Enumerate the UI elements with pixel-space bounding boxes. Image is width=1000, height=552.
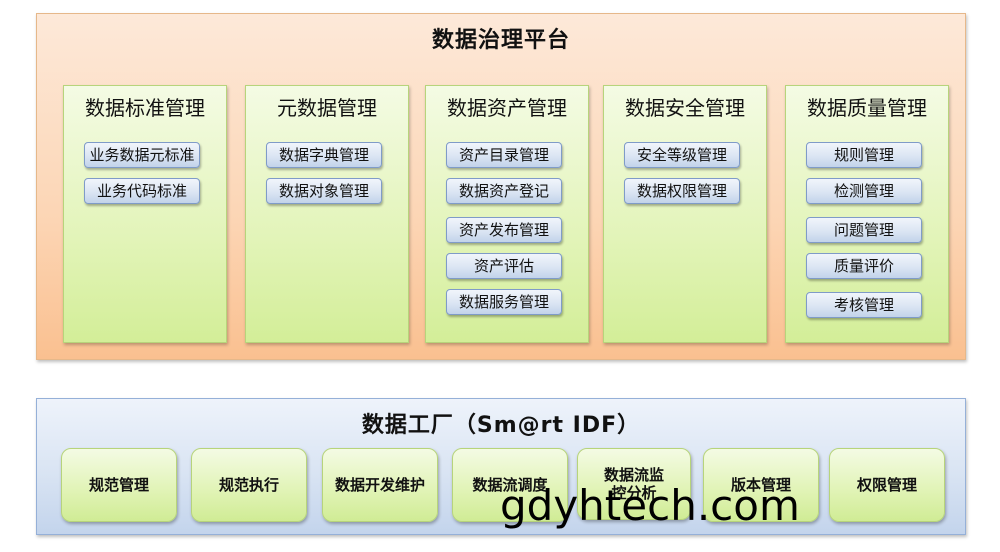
factory-item-permission-management[interactable]: 权限管理 [829,448,945,522]
item-business-data-element-standard[interactable]: 业务数据元标准 [84,142,200,168]
factory-item-version-management[interactable]: 版本管理 [703,448,819,522]
item-business-code-standard[interactable]: 业务代码标准 [84,178,200,204]
module-title: 元数据管理 [277,96,377,120]
module-metadata: 元数据管理 数据字典管理 数据对象管理 [245,85,409,343]
item-assessment-management[interactable]: 考核管理 [806,292,922,318]
item-data-dictionary[interactable]: 数据字典管理 [266,142,382,168]
factory-item-spec-execution[interactable]: 规范执行 [191,448,307,522]
watermark: gdyhtech.com [500,481,800,530]
item-data-object[interactable]: 数据对象管理 [266,178,382,204]
item-asset-registration[interactable]: 数据资产登记 [446,178,562,204]
item-asset-publishing[interactable]: 资产发布管理 [446,217,562,243]
item-rule-management[interactable]: 规则管理 [806,142,922,168]
item-inspection-management[interactable]: 检测管理 [806,178,922,204]
module-data-assets: 数据资产管理 资产目录管理 数据资产登记 资产发布管理 资产评估 数据服务管理 [425,85,589,343]
platform-title: 数据治理平台 [431,28,570,53]
module-data-security: 数据安全管理 安全等级管理 数据权限管理 [603,85,767,343]
item-issue-management[interactable]: 问题管理 [806,217,922,243]
item-data-permission[interactable]: 数据权限管理 [624,178,740,204]
module-title: 数据资产管理 [447,96,567,120]
factory-item-data-development[interactable]: 数据开发维护 [322,448,438,522]
factory-item-dataflow-monitoring[interactable]: 数据流监控分析 [577,448,691,520]
data-factory: 数据工厂（Sm@rt IDF） 规范管理 规范执行 数据开发维护 数据流调度 数… [36,398,966,535]
factory-item-spec-management[interactable]: 规范管理 [61,448,177,522]
item-data-service[interactable]: 数据服务管理 [446,289,562,315]
module-title: 数据质量管理 [807,96,927,120]
module-title: 数据标准管理 [85,96,205,120]
module-title: 数据安全管理 [625,96,745,120]
item-asset-evaluation[interactable]: 资产评估 [446,253,562,279]
factory-item-dataflow-scheduling[interactable]: 数据流调度 [452,448,568,522]
item-quality-evaluation[interactable]: 质量评价 [806,253,922,279]
item-asset-catalog[interactable]: 资产目录管理 [446,142,562,168]
module-data-quality: 数据质量管理 规则管理 检测管理 问题管理 质量评价 考核管理 [785,85,949,343]
factory-title: 数据工厂（Sm@rt IDF） [361,413,641,438]
item-security-level[interactable]: 安全等级管理 [624,142,740,168]
data-governance-platform: 数据治理平台 数据标准管理 业务数据元标准 业务代码标准 元数据管理 数据字典管… [36,13,966,360]
module-data-standards: 数据标准管理 业务数据元标准 业务代码标准 [63,85,227,343]
